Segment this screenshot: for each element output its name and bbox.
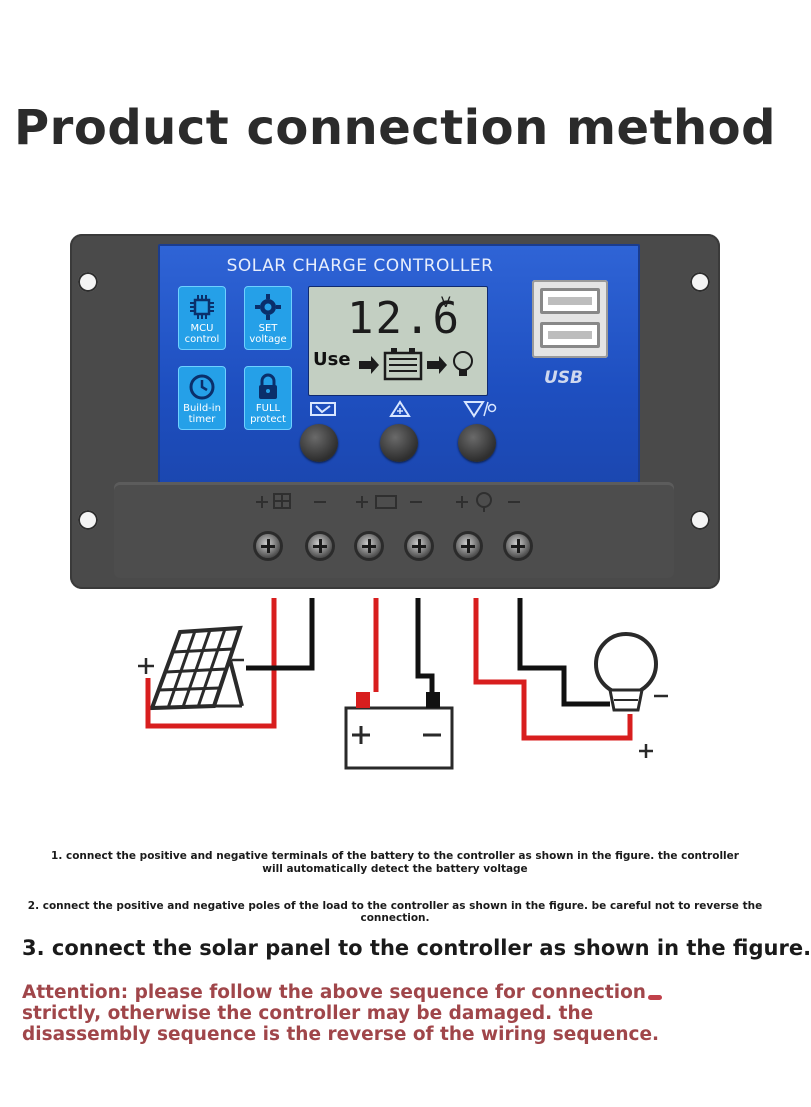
set-voltage-badge: SET voltage — [244, 286, 292, 350]
red-dash-mark — [648, 995, 662, 1000]
clock-icon — [189, 374, 215, 400]
page-title: Product connection method — [13, 100, 777, 156]
lcd-mode-label: Use — [313, 349, 351, 370]
solar-positive-wire — [145, 598, 277, 729]
usb-port-1[interactable] — [540, 288, 600, 314]
build-in-timer-badge: Build-in timer — [178, 366, 226, 430]
up-plus-icon — [389, 400, 411, 417]
panel-title: SOLAR CHARGE CONTROLLER — [226, 256, 494, 276]
terminal-screw-battery-negative[interactable] — [407, 534, 431, 558]
mount-hole-bottom-right — [690, 510, 710, 530]
load-negative-wire — [517, 598, 610, 707]
terminal-screw-battery-positive[interactable] — [357, 534, 381, 558]
attention-note: Attention: please follow the above seque… — [22, 982, 660, 1045]
mcu-control-badge: MCU control — [178, 286, 226, 350]
icon-label: control — [184, 334, 220, 345]
icon-label: Build-in — [183, 403, 221, 414]
terminal-screw-solar-negative[interactable] — [308, 534, 332, 558]
up-button[interactable] — [380, 424, 418, 462]
mount-hole-top-right — [690, 272, 710, 292]
menu-icon — [310, 402, 336, 416]
solar-panel-icon — [149, 625, 244, 711]
chip-icon — [190, 295, 214, 319]
terminal-screw-solar-positive[interactable] — [256, 534, 280, 558]
icon-label: FULL — [255, 403, 281, 414]
icon-label: timer — [188, 414, 216, 425]
terminal-symbols — [256, 492, 520, 512]
mount-hole-top-left — [78, 272, 98, 292]
usb-label: USB — [544, 368, 584, 388]
usb-port-2[interactable] — [540, 322, 600, 348]
instruction-step-2: 2. connect the positive and negative pol… — [27, 900, 763, 924]
gear-icon — [255, 294, 281, 320]
terminal-screw-load-negative[interactable] — [506, 534, 530, 558]
battery-icon — [344, 692, 454, 770]
lcd-display: 12.6 V Use — [308, 286, 488, 396]
lcd-flow-icons — [359, 348, 473, 381]
down-load-icon — [463, 401, 497, 418]
icon-label: protect — [250, 414, 286, 425]
battery-negative-wire — [415, 598, 435, 692]
icon-label: MCU — [190, 323, 214, 334]
light-bulb-icon — [594, 632, 668, 758]
terminal-screw-load-positive[interactable] — [456, 534, 480, 558]
instruction-step-1: 1. connect the positive and negative ter… — [51, 850, 739, 875]
solar-negative-wire — [246, 598, 315, 671]
wiring-diagram — [90, 592, 680, 784]
lock-icon — [259, 373, 277, 399]
instruction-step-3: 3. connect the solar panel to the contro… — [22, 936, 811, 960]
mount-hole-bottom-left — [78, 510, 98, 530]
full-protect-badge: FULL protect — [244, 366, 292, 430]
solar-positive-symbol — [138, 658, 154, 674]
voltage-unit: V — [441, 295, 451, 311]
down-button[interactable] — [458, 424, 496, 462]
icon-label: SET — [258, 323, 278, 334]
solar-charge-controller: SOLAR CHARGE CONTROLLER MCU control — [70, 234, 720, 589]
controller-face-panel: SOLAR CHARGE CONTROLLER MCU control — [158, 244, 640, 486]
menu-button[interactable] — [300, 424, 338, 462]
voltage-readout: 12.6 — [347, 293, 461, 344]
load-positive-wire — [473, 598, 633, 741]
usb-ports[interactable] — [532, 280, 608, 358]
icon-label: voltage — [249, 334, 287, 345]
terminal-block — [114, 482, 674, 578]
